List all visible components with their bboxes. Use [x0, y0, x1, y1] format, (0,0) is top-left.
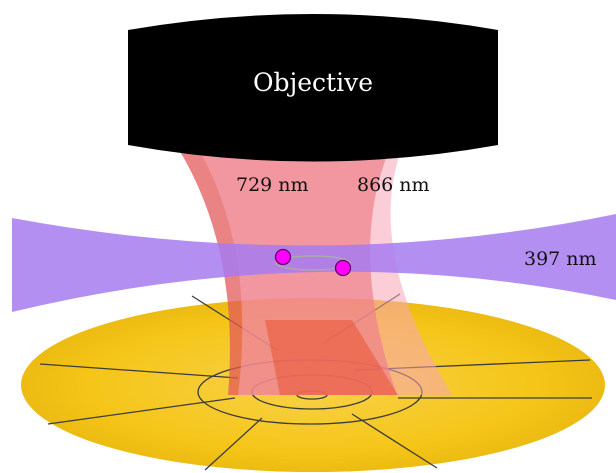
ion-orbit: [275, 255, 351, 271]
beam-729-trap-overlap: [265, 320, 398, 395]
beam-label-866: 866 nm: [357, 174, 430, 196]
ion: [334, 259, 352, 277]
segment-line: [204, 417, 263, 471]
ion: [274, 248, 292, 266]
objective-label: Objective: [252, 68, 373, 97]
beam-397: [12, 214, 616, 312]
segment-line: [351, 413, 438, 469]
beam-label-729: 729 nm: [236, 174, 309, 196]
objective-body: [128, 14, 498, 162]
segment-line: [39, 363, 239, 379]
beam-label-397: 397 nm: [524, 248, 597, 270]
